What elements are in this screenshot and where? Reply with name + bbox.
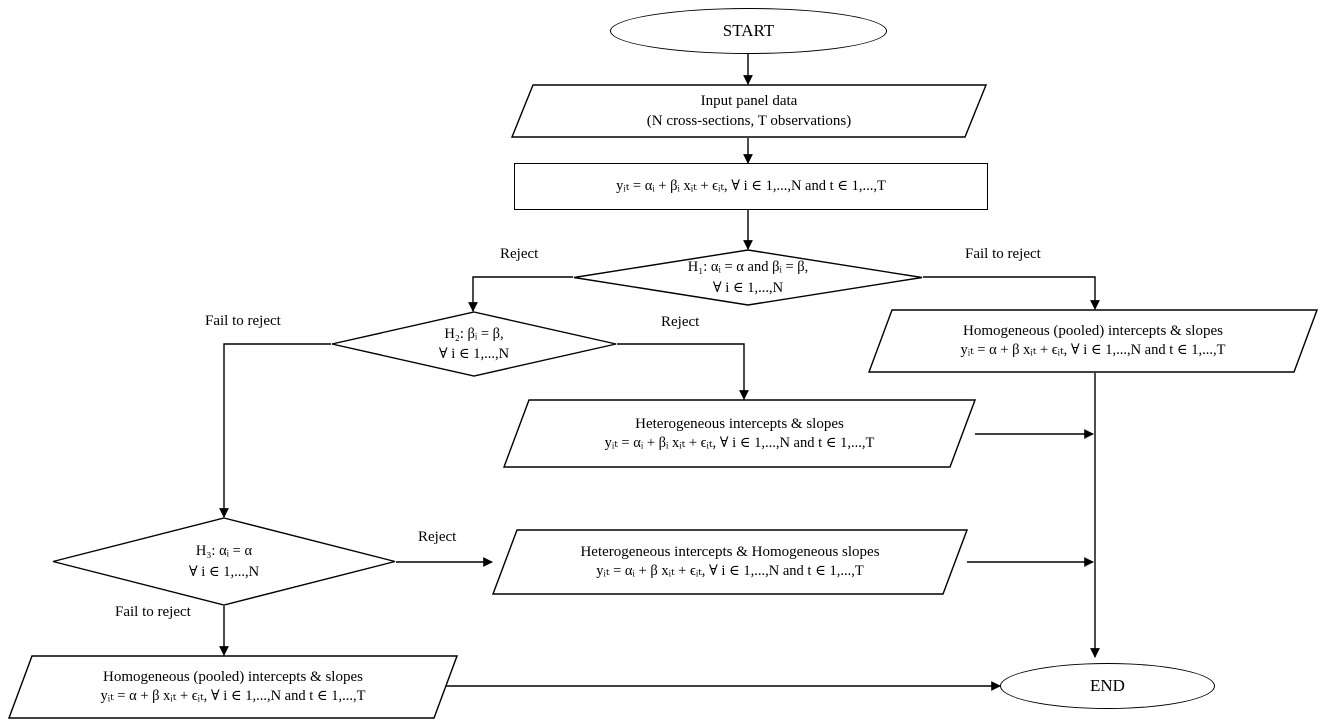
node-pooled-top-line1: Homogeneous (pooled) intercepts & slopes <box>963 323 1223 340</box>
node-pooled-top-line2: yᵢₜ = α + β xᵢₜ + ϵᵢₜ, ∀ i ∈ 1,...,N and… <box>960 342 1226 359</box>
edge-h2-fail-to-h3 <box>219 343 331 518</box>
edge-h1-fail-to-pooled-top <box>923 276 1100 310</box>
node-start[interactable]: START <box>610 8 887 54</box>
node-model-equation[interactable]: yᵢₜ = αᵢ + βᵢ xᵢₜ + ϵᵢₜ, ∀ i ∈ 1,...,N a… <box>514 163 988 210</box>
hetero-int-shape <box>492 529 968 595</box>
node-end[interactable]: END <box>1000 663 1215 709</box>
node-hetero-both-line1: Heterogeneous intercepts & slopes <box>635 415 844 432</box>
node-h1-line2: ∀ i ∈ 1,...,N <box>712 279 784 296</box>
node-h2-line2: ∀ i ∈ 1,...,N <box>438 346 510 362</box>
node-hetero-both-line2: yᵢₜ = αᵢ + βᵢ xᵢₜ + ϵᵢₜ, ∀ i ∈ 1,...,N a… <box>604 434 875 451</box>
node-input-panel-data[interactable]: Input panel data (N cross-sections, T ob… <box>511 84 987 138</box>
edge-label-h2-reject: Reject <box>659 314 702 331</box>
node-h3-line1: H₃: αᵢ = α <box>195 543 253 560</box>
edge-label-h1-reject: Reject <box>498 246 541 263</box>
edge-label-h3-reject: Reject <box>416 529 459 546</box>
node-model-text: yᵢₜ = αᵢ + βᵢ xᵢₜ + ϵᵢₜ, ∀ i ∈ 1,...,N a… <box>616 178 886 195</box>
node-h2-line1: H₂: βᵢ = β, <box>444 325 504 342</box>
node-pooled-intercepts-slopes-bottom[interactable]: Homogeneous (pooled) intercepts & slopes… <box>8 655 458 719</box>
node-decision-h1[interactable]: H₁: αᵢ = α and βᵢ = β, ∀ i ∈ 1,...,N <box>573 249 923 306</box>
node-h3-line2: ∀ i ∈ 1,...,N <box>188 563 260 580</box>
node-heterogeneous-intercepts-homogeneous-slopes[interactable]: Heterogeneous intercepts & Homogeneous s… <box>492 529 968 595</box>
input-shape <box>511 84 987 138</box>
edge-h2-reject-to-hetero-both <box>617 343 749 400</box>
node-hetero-int-line1: Heterogeneous intercepts & Homogeneous s… <box>580 544 880 561</box>
node-start-label: START <box>722 21 775 41</box>
pooled-top-shape <box>868 309 1318 373</box>
node-hetero-int-line2: yᵢₜ = αᵢ + β xᵢₜ + ϵᵢₜ, ∀ i ∈ 1,...,N an… <box>596 563 864 580</box>
node-decision-h3[interactable]: H₃: αᵢ = α ∀ i ∈ 1,...,N <box>52 517 396 606</box>
h1-diamond-shape <box>573 249 923 306</box>
node-h1-line1: H₁: αᵢ = α and βᵢ = β, <box>687 259 809 276</box>
node-end-label: END <box>1090 676 1125 696</box>
edge-label-h2-fail-to-reject: Fail to reject <box>203 313 283 330</box>
node-decision-h2[interactable]: H₂: βᵢ = β, ∀ i ∈ 1,...,N <box>331 311 617 377</box>
h2-diamond-shape <box>331 311 617 377</box>
node-heterogeneous-intercepts-slopes[interactable]: Heterogeneous intercepts & slopes yᵢₜ = … <box>503 399 976 468</box>
node-pooled-bottom-line1: Homogeneous (pooled) intercepts & slopes <box>103 669 363 686</box>
h3-diamond-shape <box>52 517 396 606</box>
pooled-bottom-shape <box>8 655 458 719</box>
edge-label-h3-fail-to-reject: Fail to reject <box>113 604 193 621</box>
node-pooled-bottom-line2: yᵢₜ = α + β xᵢₜ + ϵᵢₜ, ∀ i ∈ 1,...,N and… <box>100 688 366 705</box>
node-input-line1: Input panel data <box>700 92 798 109</box>
edge-h1-reject-to-h2 <box>468 276 573 312</box>
edge-label-h1-fail-to-reject: Fail to reject <box>963 246 1043 263</box>
hetero-both-shape <box>503 399 976 468</box>
node-pooled-intercepts-slopes-top[interactable]: Homogeneous (pooled) intercepts & slopes… <box>868 309 1318 373</box>
node-input-line2: (N cross-sections, T observations) <box>646 113 852 129</box>
